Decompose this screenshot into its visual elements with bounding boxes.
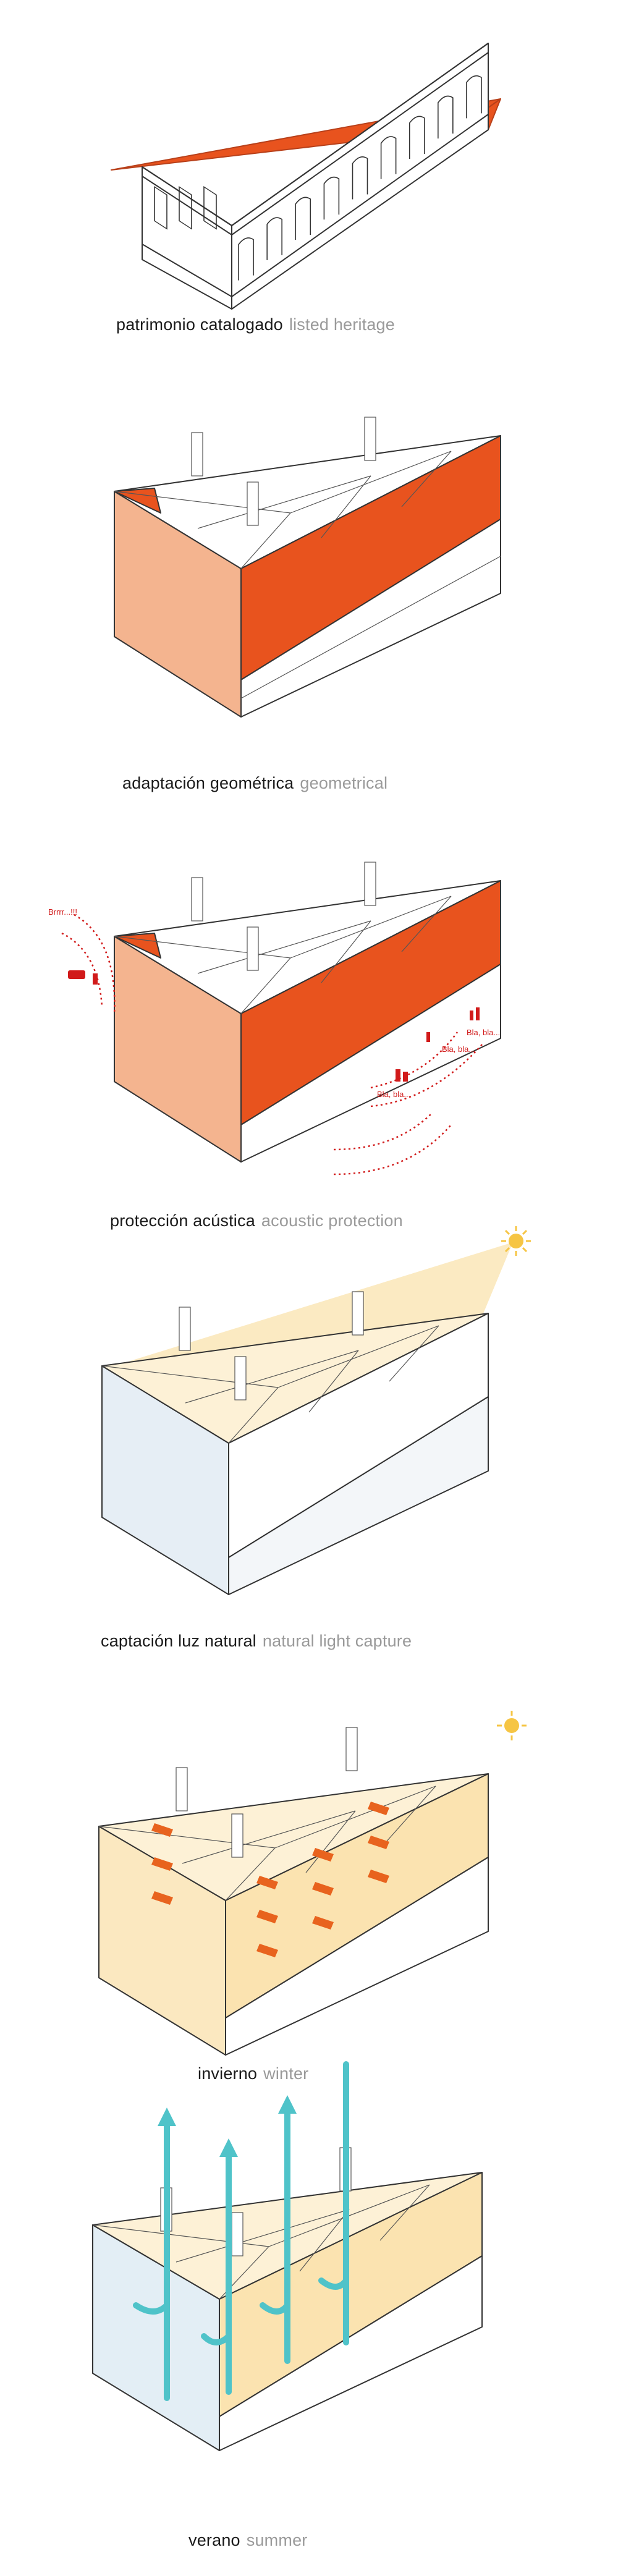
noise-label-bla-1: Bla, bla... <box>467 1028 500 1037</box>
panel-geometrical: adaptación geométrica geometrical <box>0 383 618 816</box>
caption-es: verano <box>188 2531 240 2549</box>
noise-waves <box>61 913 483 1176</box>
warm-air-arrows <box>151 1802 389 1957</box>
sun-icon <box>501 1226 531 1256</box>
facade-arch <box>295 197 311 240</box>
caption-es: captación luz natural <box>101 1632 256 1650</box>
panel-summer: verano summer <box>0 2061 618 2576</box>
acoustic-protection-drawing: Brrrr...!!! Bla, bla... Bla, bla... Bla,… <box>48 862 501 1176</box>
caption-es: adaptación geométrica <box>122 774 294 792</box>
caption-es: protección acústica <box>110 1211 255 1230</box>
heritage-short-facade <box>142 166 232 310</box>
panel-listed-heritage: patrimonio catalogado listed heritage <box>0 0 618 371</box>
facade-arch <box>380 136 397 179</box>
caption-en: geometrical <box>300 774 388 792</box>
facade-arch <box>408 116 425 159</box>
caption-listed-heritage: patrimonio catalogado listed heritage <box>116 315 395 334</box>
caption-natural-light: captación luz natural natural light captu… <box>101 1632 412 1651</box>
facade-arch <box>238 237 254 281</box>
caption-en: natural light capture <box>262 1632 412 1650</box>
summer-drawing <box>92 2061 483 2451</box>
caption-geometrical: adaptación geométrica geometrical <box>122 774 387 793</box>
caption-winter: invierno winter <box>198 2064 308 2083</box>
winter-drawing <box>98 1711 527 2056</box>
caption-acoustic-protection: protección acústica acoustic protection <box>110 1211 403 1231</box>
panel-acoustic-protection: Brrrr...!!! Bla, bla... Bla, bla... Bla,… <box>0 828 618 1261</box>
natural-light-drawing <box>101 1226 531 1595</box>
noise-label-brrr: Brrrr...!!! <box>48 907 77 917</box>
cool-air-arrowheads <box>158 2095 297 2157</box>
panel-winter: invierno winter <box>0 1693 618 2114</box>
caption-en: winter <box>263 2064 309 2083</box>
caption-es: patrimonio catalogado <box>116 315 283 334</box>
noise-sources <box>68 970 480 1082</box>
caption-es: invierno <box>198 2064 258 2083</box>
cool-air-arrows <box>133 2061 349 2401</box>
caption-summer: verano summer <box>188 2531 307 2550</box>
facade-arch <box>323 176 340 220</box>
caption-en: listed heritage <box>289 315 395 334</box>
heritage-facade-drawing <box>111 43 501 310</box>
facade-arch <box>266 217 282 260</box>
panel-natural-light: captación luz natural natural light captu… <box>0 1211 618 1693</box>
noise-label-bla-3: Bla, bla... <box>377 1090 410 1099</box>
sun-icon <box>497 1711 527 1740</box>
facade-arch <box>352 156 368 200</box>
noise-label-bla-2: Bla, bla... <box>442 1044 475 1054</box>
light-beam <box>114 1242 513 1366</box>
geometrical-adaptation-drawing <box>114 417 501 718</box>
orange-corner-cap <box>114 488 161 514</box>
caption-en: summer <box>246 2531 308 2549</box>
caption-en: acoustic protection <box>261 1211 403 1230</box>
facade-arch <box>438 95 454 139</box>
facade-arch <box>466 75 482 119</box>
